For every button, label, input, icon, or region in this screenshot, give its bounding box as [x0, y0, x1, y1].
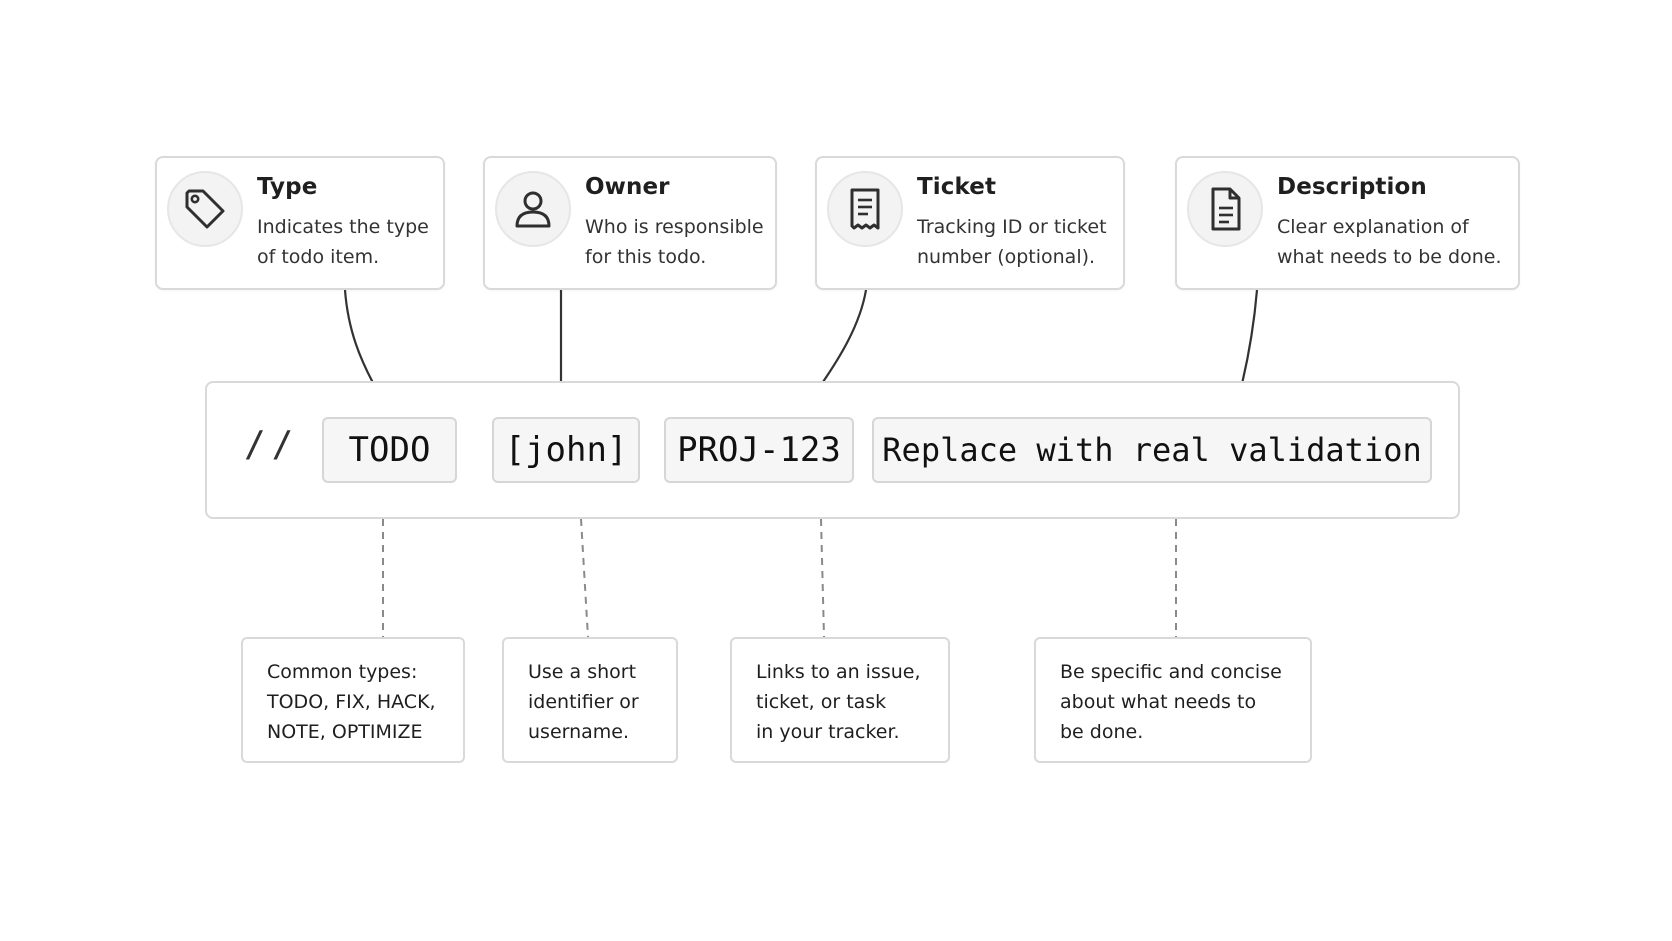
card-description: Who is responsible for this todo.	[585, 216, 764, 268]
ticket-note: Links to an issue, ticket, or task in yo…	[730, 637, 950, 763]
document-icon	[1187, 171, 1263, 247]
type-note: Common types: TODO, FIX, HACK, NOTE, OPT…	[241, 637, 465, 763]
ticket-card: Ticket Tracking ID or ticket number (opt…	[815, 156, 1125, 290]
ticket-dashed-line	[820, 518, 825, 638]
ticket-arrow	[816, 289, 868, 392]
card-description: Clear explanation of what needs to be do…	[1277, 216, 1502, 268]
description-note: Be specific and concise about what needs…	[1034, 637, 1312, 763]
owner-token: [john]	[492, 417, 640, 483]
comment-prefix: //	[244, 424, 300, 465]
owner-card: Owner Who is responsible for this todo.	[483, 156, 777, 290]
owner-note: Use a short identifier or username.	[502, 637, 678, 763]
card-title: Type	[257, 174, 318, 200]
card-title: Owner	[585, 174, 670, 200]
card-description: Indicates the type of todo item.	[257, 216, 429, 268]
tag-icon	[167, 171, 243, 247]
description-token: Replace with real validation	[872, 417, 1432, 483]
description-arrow	[1240, 289, 1259, 392]
card-title: Ticket	[917, 174, 997, 200]
card-title: Description	[1277, 174, 1427, 200]
owner-dashed-line	[580, 518, 589, 638]
type-token: TODO	[322, 417, 457, 483]
type-arrow	[343, 289, 378, 392]
description-card: Description Clear explanation of what ne…	[1175, 156, 1520, 290]
receipt-icon	[827, 171, 903, 247]
user-icon	[495, 171, 571, 247]
type-card: Type Indicates the type of todo item.	[155, 156, 445, 290]
ticket-token: PROJ-123	[664, 417, 854, 483]
card-description: Tracking ID or ticket number (optional).	[917, 216, 1107, 268]
